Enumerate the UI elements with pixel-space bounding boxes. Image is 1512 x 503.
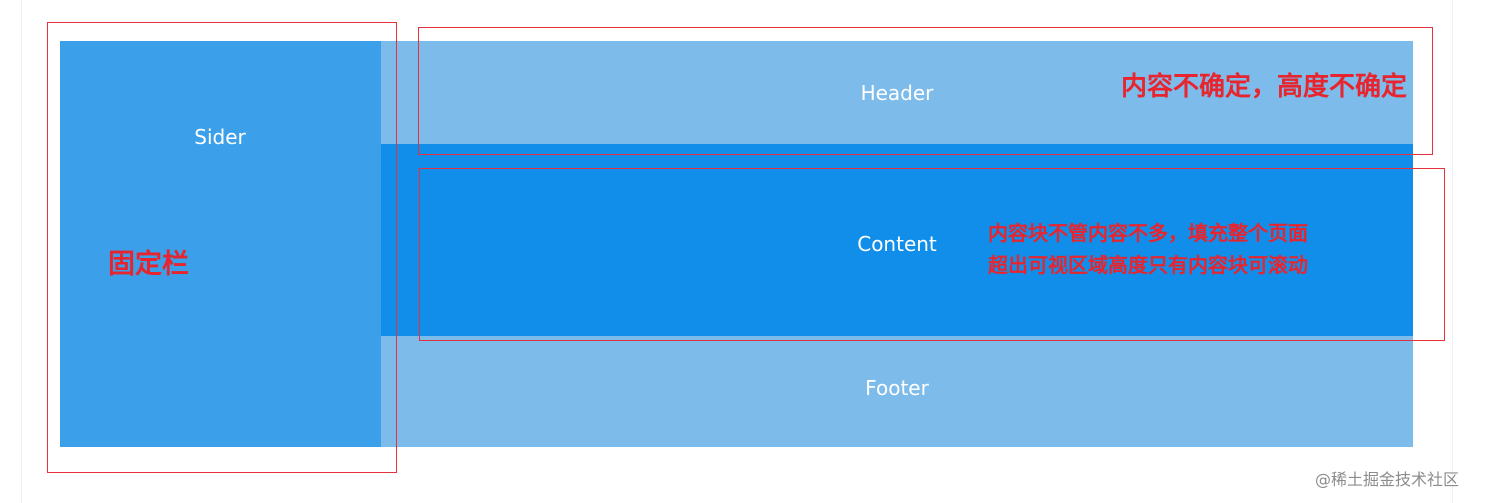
- content-block: Content: [381, 144, 1413, 336]
- content-annotation: 内容块不管内容不多，填充整个页面 超出可视区域高度只有内容块可滚动: [988, 217, 1308, 281]
- content-annotation-line-2: 超出可视区域高度只有内容块可滚动: [988, 253, 1308, 277]
- page-edge-left: [21, 0, 22, 503]
- footer-block: Footer: [381, 336, 1413, 447]
- sider-highlight-frame: [47, 22, 397, 473]
- header-label: Header: [860, 81, 934, 105]
- fixed-bar-annotation: 固定栏: [108, 249, 189, 280]
- footer-label: Footer: [865, 376, 929, 400]
- layout-demo: Sider Header Content Footer: [60, 41, 1413, 447]
- header-annotation: 内容不确定，高度不确定: [1121, 72, 1408, 102]
- header-highlight-frame: [418, 27, 1433, 155]
- watermark: @稀土掘金技术社区: [1315, 470, 1460, 489]
- page-edge-right: [1452, 0, 1453, 503]
- content-annotation-line-1: 内容块不管内容不多，填充整个页面: [988, 221, 1308, 245]
- header-block: Header: [381, 41, 1413, 144]
- sider-label: Sider: [194, 125, 246, 149]
- content-label: Content: [857, 232, 937, 256]
- content-highlight-frame: [419, 168, 1445, 341]
- sider-block: Sider: [60, 41, 381, 447]
